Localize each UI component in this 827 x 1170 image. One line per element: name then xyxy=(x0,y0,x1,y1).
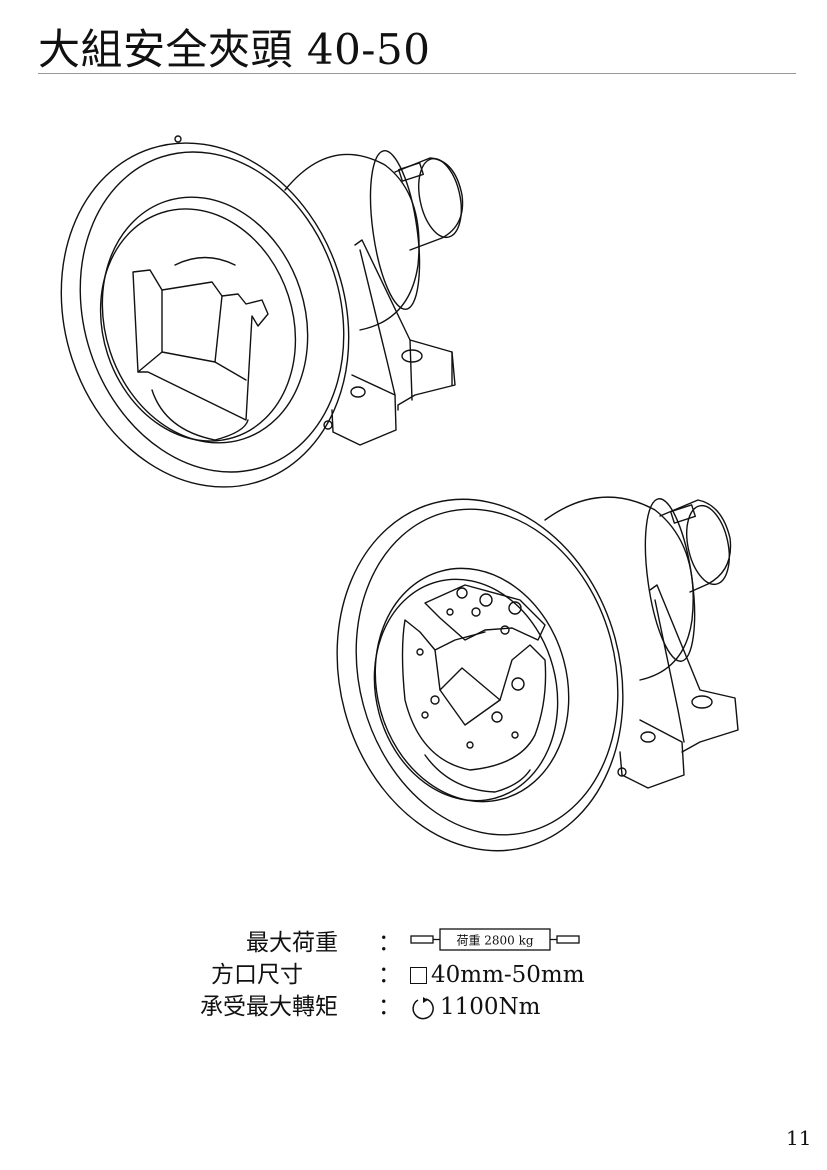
rotation-arrow-icon xyxy=(412,996,434,1019)
title-divider xyxy=(38,73,796,74)
spec-colon: ： xyxy=(378,962,401,988)
spec-label-max-torque: 承受最大轉矩 xyxy=(200,994,338,1020)
chuck-illustration xyxy=(60,135,739,852)
lower-chuck-drawing xyxy=(336,496,739,852)
upper-chuck-drawing xyxy=(60,135,464,488)
spec-colon: ： xyxy=(378,930,401,956)
barbell-icon: 荷重 2800 kg xyxy=(410,928,580,951)
square-icon xyxy=(410,967,427,984)
spec-colon: ： xyxy=(378,994,401,1020)
spec-label-max-load: 最大荷重 xyxy=(246,930,338,956)
spec-value-max-torque: 1100Nm xyxy=(410,992,540,1023)
spec-label-square-size: 方口尺寸 xyxy=(211,962,303,988)
load-badge-text: 荷重 2800 kg xyxy=(456,934,533,948)
spec-value-square-size: 40mm-50mm xyxy=(410,960,585,991)
page-title: 大組安全夾頭 40-50 xyxy=(38,25,431,74)
page-number: 11 xyxy=(786,1126,812,1150)
torque-text: 1100Nm xyxy=(440,994,541,1020)
square-size-text: 40mm-50mm xyxy=(431,962,585,988)
spec-value-max-load: 荷重 2800 kg xyxy=(410,928,580,952)
